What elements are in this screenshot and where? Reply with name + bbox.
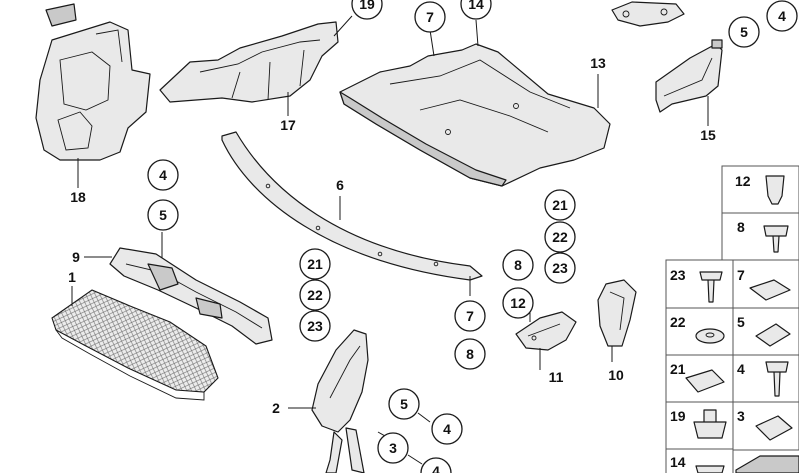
callout-1: 1: [68, 269, 76, 285]
fastener-labels: 12 8 23 7 22 5 21 4 19 3 14: [670, 173, 751, 470]
svg-text:7: 7: [466, 308, 474, 324]
callout-7-mid: 7: [454, 300, 486, 332]
callout-21-right: 21: [544, 189, 576, 221]
svg-text:4: 4: [432, 463, 440, 473]
svg-text:21: 21: [552, 197, 568, 213]
svg-text:7: 7: [426, 9, 434, 25]
callout-18: 18: [70, 189, 86, 205]
fastener-label-14: 14: [670, 454, 686, 470]
callout-5-left: 5: [147, 199, 179, 231]
fastener-label-19: 19: [670, 408, 686, 424]
svg-text:21: 21: [307, 256, 323, 272]
callout-4-right: 4: [766, 0, 798, 32]
nut-3-icon: [755, 415, 793, 441]
partial-part-icon: [735, 455, 799, 473]
clip-19-icon: [693, 409, 727, 439]
callout-9: 9: [72, 249, 80, 265]
callout-8-mid: 8: [502, 249, 534, 281]
part-2-vertical-duct: [311, 329, 369, 473]
callout-22-mid: 22: [299, 279, 331, 311]
callout-4-left: 4: [147, 159, 179, 191]
screw-8-icon: [763, 225, 789, 253]
svg-text:23: 23: [307, 318, 323, 334]
callout-15: 15: [700, 127, 716, 143]
nut-7-icon: [749, 279, 791, 301]
callout-8-low: 8: [454, 338, 486, 370]
part-14-clip-fragment: [611, 1, 685, 27]
callout-10: 10: [608, 367, 624, 383]
part-1-mesh-grille: [51, 289, 219, 401]
fastener-label-22: 22: [670, 314, 686, 330]
fastener-label-7: 7: [737, 267, 745, 283]
callout-23-right: 23: [544, 252, 576, 284]
callout-11: 11: [549, 369, 564, 385]
clip-12-icon: [765, 175, 785, 205]
callout-5-right: 5: [728, 16, 760, 48]
callout-17: 17: [280, 117, 296, 133]
fastener-label-8: 8: [737, 219, 745, 235]
svg-text:23: 23: [552, 260, 568, 276]
fastener-label-3: 3: [737, 408, 745, 424]
svg-text:14: 14: [468, 0, 484, 12]
part-6-trim-strip: [221, 131, 483, 281]
clip-14-icon: [695, 465, 725, 473]
part-13-underbody-panel: [339, 43, 611, 187]
callout-labels: 19 7 14 5 4 13 17 15 18 6 4 5 9 1 21 22 …: [68, 0, 798, 473]
washer-22-icon: [695, 328, 725, 344]
svg-text:5: 5: [400, 396, 408, 412]
fastener-label-12: 12: [735, 173, 751, 189]
fastener-label-23: 23: [670, 267, 686, 283]
callout-6: 6: [336, 177, 344, 193]
callout-2: 2: [272, 400, 280, 416]
nut-21-icon: [685, 369, 725, 393]
fastener-label-4: 4: [737, 361, 745, 377]
callout-19-top: 19: [351, 0, 383, 20]
svg-text:8: 8: [514, 257, 522, 273]
callout-5-low: 5: [388, 388, 420, 420]
callout-13: 13: [590, 55, 606, 71]
callout-22-right: 22: [544, 221, 576, 253]
callout-4-low: 4: [431, 413, 463, 445]
svg-text:12: 12: [510, 295, 526, 311]
svg-text:8: 8: [466, 346, 474, 362]
callout-7-top: 7: [414, 1, 446, 33]
part-10-deflector: [597, 279, 637, 347]
svg-text:22: 22: [552, 229, 568, 245]
svg-text:19: 19: [359, 0, 375, 12]
part-17-air-duct: [159, 21, 339, 103]
fastener-table: [665, 165, 799, 473]
svg-text:4: 4: [159, 167, 167, 183]
part-15-bracket: [655, 39, 723, 113]
fastener-label-5: 5: [737, 314, 745, 330]
callout-21-mid: 21: [299, 248, 331, 280]
svg-text:3: 3: [389, 440, 397, 456]
part-18-side-panel: [35, 3, 151, 161]
callout-12-mid: 12: [502, 287, 534, 319]
screw-4-icon: [765, 361, 789, 397]
callout-3-low: 3: [377, 432, 409, 464]
callout-14-top: 14: [460, 0, 492, 20]
svg-text:4: 4: [778, 8, 786, 24]
callout-23-mid: 23: [299, 310, 331, 342]
part-9-support-bracket: [109, 247, 273, 345]
callout-4-bottom: 4: [420, 457, 452, 473]
bolt-23-icon: [699, 271, 723, 303]
svg-text:22: 22: [307, 287, 323, 303]
svg-text:5: 5: [159, 207, 167, 223]
svg-text:5: 5: [740, 24, 748, 40]
part-11-mount-bracket: [515, 311, 577, 351]
fastener-label-21: 21: [670, 361, 686, 377]
svg-text:4: 4: [443, 421, 451, 437]
clip-5-icon: [755, 323, 791, 347]
